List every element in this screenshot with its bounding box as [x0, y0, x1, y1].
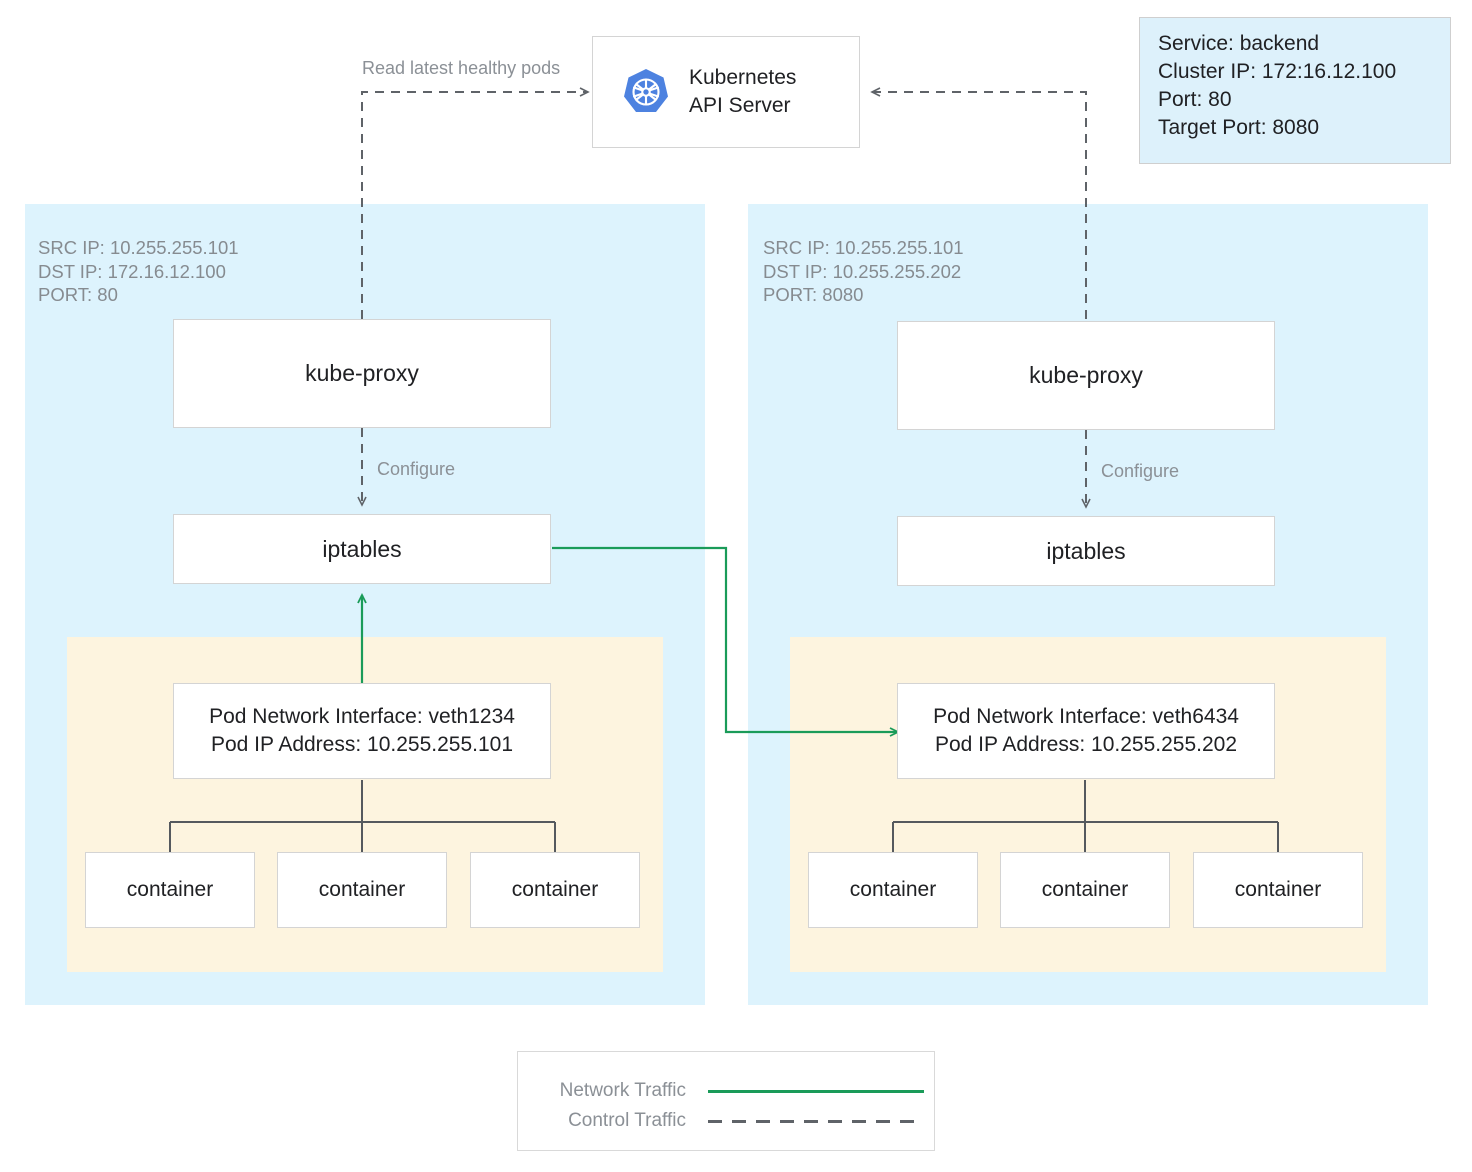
service-info-box: Service: backend Cluster IP: 172:16.12.1… — [1139, 17, 1451, 164]
api-server-title: Kubernetes API Server — [689, 66, 797, 117]
kubernetes-api-server-box[interactable]: Kubernetes API Server — [592, 36, 860, 148]
kube-proxy-label: kube-proxy — [305, 360, 419, 387]
container-box[interactable]: container — [1000, 852, 1170, 928]
container-box[interactable]: container — [808, 852, 978, 928]
container-box[interactable]: container — [85, 852, 255, 928]
iptables-label: iptables — [322, 535, 402, 562]
node-right-pod-interface-box[interactable]: Pod Network Interface: veth6434 Pod IP A… — [897, 683, 1275, 779]
container-label: container — [318, 878, 406, 902]
container-label: container — [1234, 878, 1322, 902]
pod-network-interface-label: Pod Network Interface: veth1234 — [209, 705, 515, 729]
legend-box — [517, 1051, 935, 1151]
pod-ip-address-label: Pod IP Address: 10.255.255.101 — [210, 733, 514, 756]
container-box[interactable]: container — [1193, 852, 1363, 928]
node-left-kube-proxy-box[interactable]: kube-proxy — [173, 319, 551, 428]
legend-row-control-traffic: Control Traffic — [530, 1110, 924, 1132]
node-left-pod-interface-box[interactable]: Pod Network Interface: veth1234 Pod IP A… — [173, 683, 551, 779]
legend-swatch-solid-line — [708, 1089, 924, 1093]
legend-label-network-traffic: Network Traffic — [559, 1080, 686, 1101]
node-right-kube-proxy-box[interactable]: kube-proxy — [897, 321, 1275, 430]
edge-label-configure-right: Configure — [1101, 461, 1180, 481]
container-label: container — [511, 878, 599, 902]
pod-network-interface-label: Pod Network Interface: veth6434 — [933, 705, 1239, 729]
container-box[interactable]: container — [470, 852, 640, 928]
container-label: container — [849, 878, 937, 902]
container-label: container — [1041, 878, 1129, 902]
container-label: container — [126, 878, 214, 902]
edge-label-configure-left: Configure — [377, 459, 456, 479]
node-left-ip-info: SRC IP: 10.255.255.101 DST IP: 172.16.12… — [38, 237, 239, 305]
legend-row-network-traffic: Network Traffic — [530, 1080, 924, 1102]
iptables-label: iptables — [1046, 537, 1126, 564]
node-left-iptables-box[interactable]: iptables — [173, 514, 551, 584]
kube-proxy-label: kube-proxy — [1029, 362, 1143, 389]
legend-swatch-dashed-line — [708, 1119, 924, 1123]
legend-label-control-traffic: Control Traffic — [568, 1110, 686, 1131]
pod-ip-address-label: Pod IP Address: 10.255.255.202 — [934, 733, 1238, 756]
node-right-ip-info: SRC IP: 10.255.255.101 DST IP: 10.255.25… — [763, 237, 964, 305]
node-right-iptables-box[interactable]: iptables — [897, 516, 1275, 586]
kubernetes-logo-icon — [621, 67, 671, 117]
container-box[interactable]: container — [277, 852, 447, 928]
edge-label-read-latest-healthy-pods: Read latest healthy pods — [362, 58, 561, 78]
